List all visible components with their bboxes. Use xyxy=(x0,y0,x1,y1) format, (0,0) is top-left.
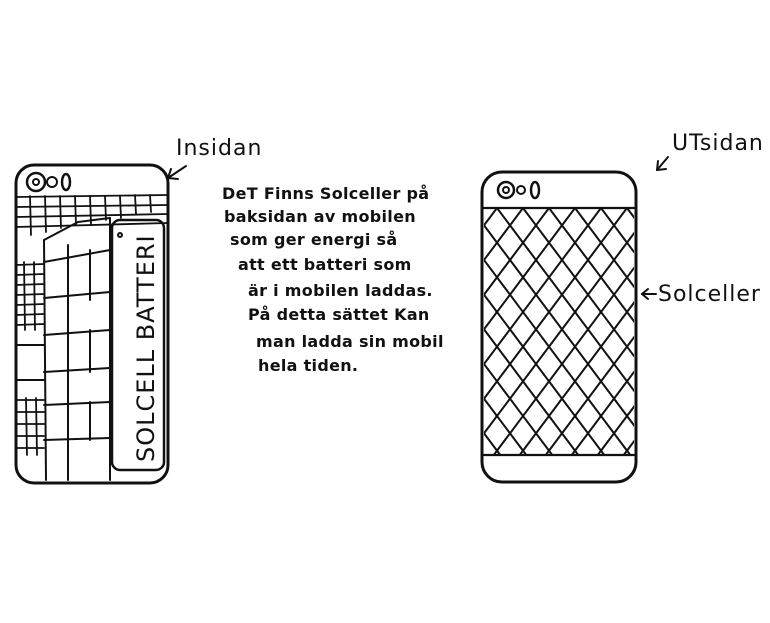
inside-phone-body xyxy=(14,163,170,485)
description-line: På detta sättet Kan xyxy=(248,305,430,324)
solar-hatch-line xyxy=(484,208,576,331)
outside-camera-lens xyxy=(496,180,516,200)
solar-hatch-line xyxy=(484,231,634,435)
description-text: DeT Finns Solceller på baksidan av mobil… xyxy=(222,184,444,375)
inside-circuit-panels xyxy=(15,217,111,481)
solar-hatch-line xyxy=(484,208,628,401)
inside-phone: SOLCELL BATTERI xyxy=(14,163,170,485)
inside-camera-lens xyxy=(25,171,47,193)
solar-hatch-line xyxy=(484,208,602,366)
solar-hatch-line xyxy=(731,208,770,455)
solar-cells-arrow xyxy=(641,288,657,300)
solar-hatch-line xyxy=(544,335,634,455)
solar-hatch-line xyxy=(679,208,770,455)
solar-hatch-line xyxy=(622,439,634,455)
inside-arrow xyxy=(167,165,187,180)
solar-hatch-line xyxy=(600,208,634,254)
description-line: baksidan av mobilen xyxy=(224,207,416,226)
battery-label: SOLCELL BATTERI xyxy=(132,234,160,462)
solar-hatch-line xyxy=(484,208,550,297)
outside-phone xyxy=(480,170,770,484)
solar-hatch-line xyxy=(484,397,528,455)
solar-hatch-line xyxy=(574,208,634,289)
solar-hatch-line xyxy=(484,293,606,455)
solar-hatch-line xyxy=(484,362,554,455)
inside-left-grid xyxy=(15,261,45,456)
description-line: man ladda sin mobil xyxy=(256,332,444,351)
outside-label: UTsidan xyxy=(672,131,764,156)
solar-hatch-line xyxy=(676,208,770,455)
solar-hatch-line xyxy=(596,405,634,455)
solar-hatch-line xyxy=(650,208,770,455)
solar-hatch-line xyxy=(705,208,770,455)
solar-hatch-line xyxy=(757,208,770,455)
description-line: som ger energi så xyxy=(230,230,397,249)
description-line: att ett batteri som xyxy=(238,255,412,274)
outside-arrow xyxy=(656,156,669,171)
inside-label: Insidan xyxy=(176,136,262,161)
solar-hatch-line xyxy=(484,223,634,427)
solar-hatch-line xyxy=(653,208,770,455)
solar-hatch-line xyxy=(570,370,634,455)
description-line: är i mobilen laddas. xyxy=(248,281,433,300)
outside-phone-body xyxy=(480,170,638,484)
solar-hatch-line xyxy=(484,258,632,455)
outside-sensor xyxy=(529,180,541,200)
solar-hatch-line xyxy=(492,266,634,455)
solar-hatch-line xyxy=(522,208,634,358)
description-line: DeT Finns Solceller på xyxy=(222,184,429,203)
solar-cell-grid xyxy=(484,208,770,455)
outside-flash xyxy=(516,185,526,195)
solar-hatch-line xyxy=(548,208,634,323)
solar-hatch-line xyxy=(484,327,580,455)
solar-hatch-line xyxy=(484,208,524,262)
description-line: hela tiden. xyxy=(258,356,358,375)
solar-hatch-line xyxy=(496,208,634,393)
solar-cells-label: Solceller xyxy=(658,282,761,307)
solar-hatch-line xyxy=(518,301,634,455)
inside-top-grid xyxy=(15,194,169,236)
solar-hatch-line xyxy=(626,208,634,219)
inside-sensor xyxy=(60,172,72,192)
inside-battery xyxy=(110,218,166,472)
inside-flash xyxy=(46,176,58,188)
